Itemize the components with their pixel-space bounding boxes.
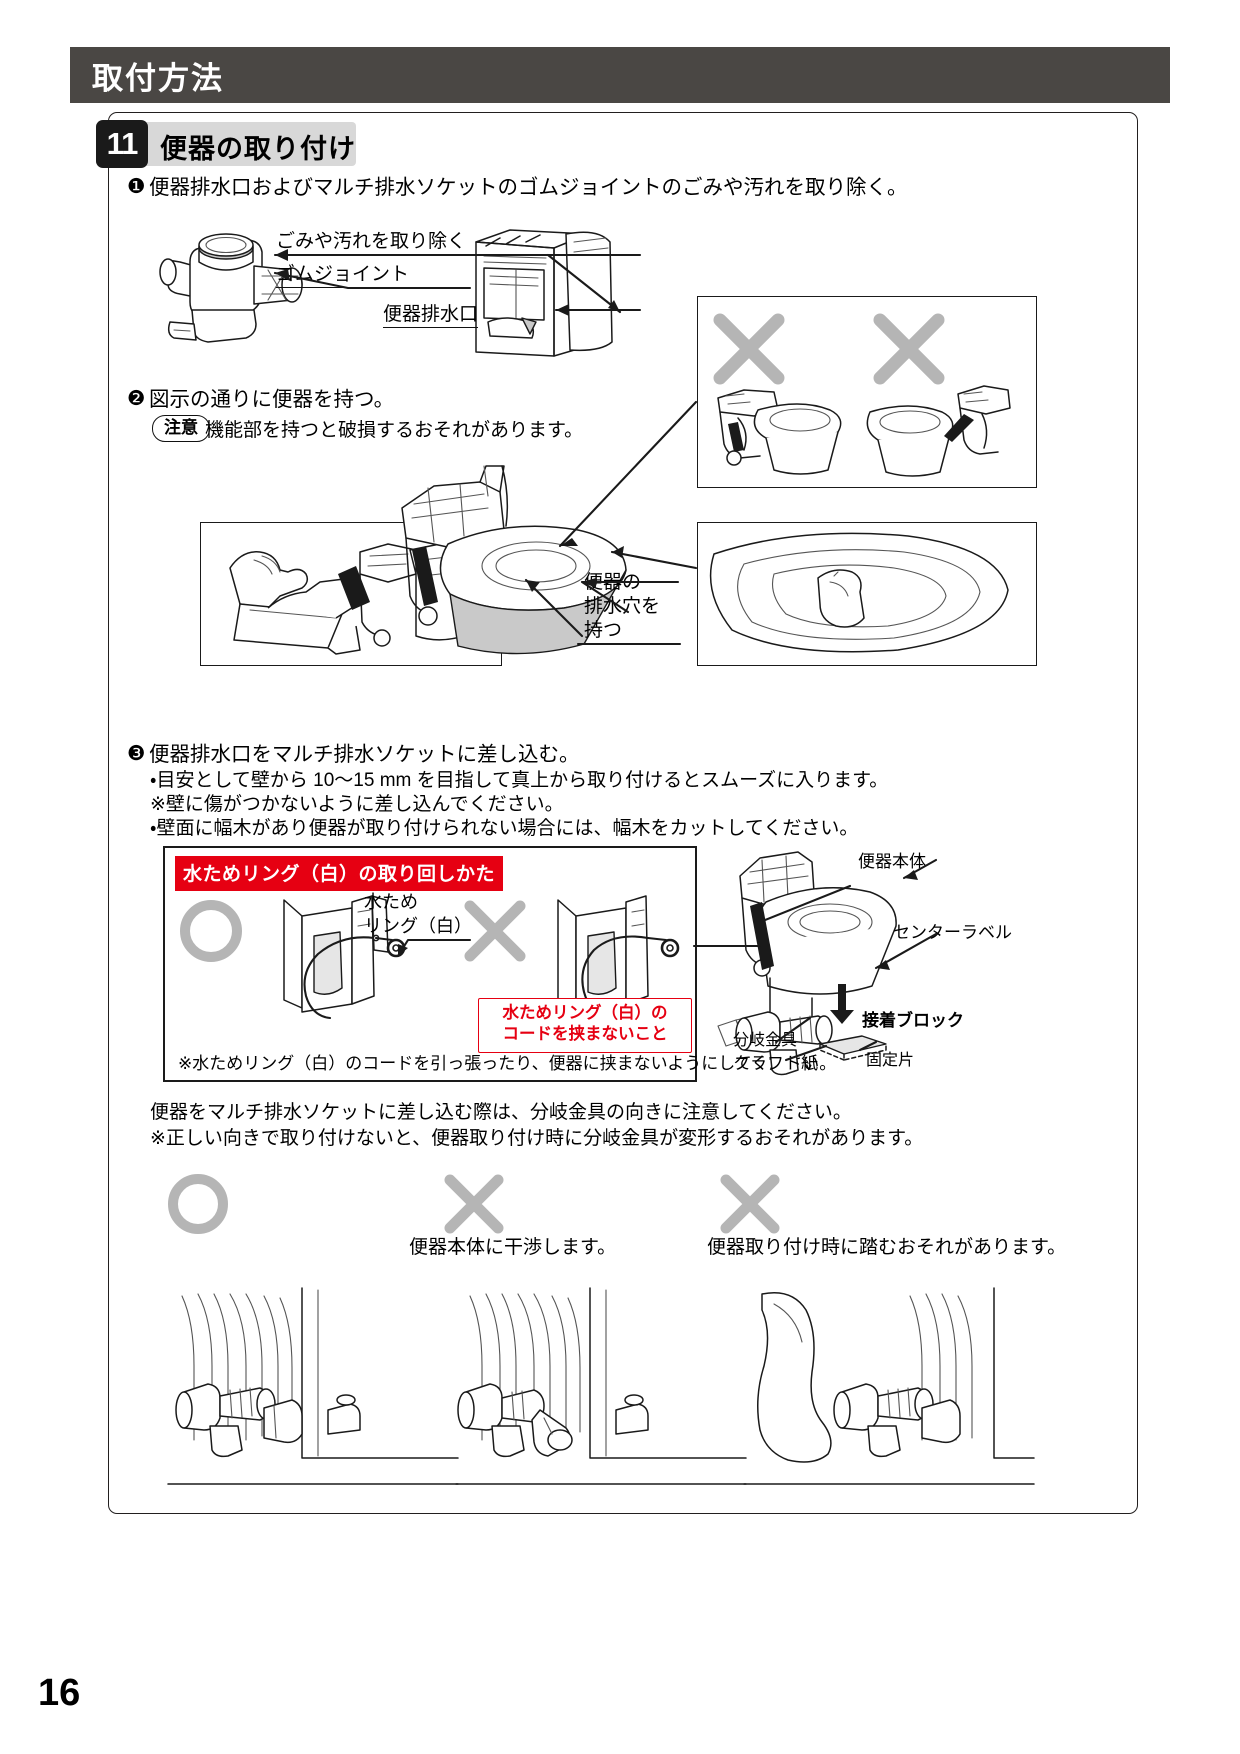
page-number: 16 <box>38 1672 81 1714</box>
circle-ok-icon <box>168 1174 228 1234</box>
step3-line-2: ※壁に傷がつかないように差し込んでください。 <box>150 794 564 815</box>
down-arrow-icon <box>830 984 854 1024</box>
craft-paper-illustration <box>819 1035 887 1061</box>
branch-fitting-illustration <box>717 1011 833 1076</box>
label-fixing-piece: 固定片 <box>866 1052 915 1069</box>
step2-leader-lines <box>558 400 698 570</box>
step2-leader-lines-2 <box>524 578 680 638</box>
step2-ng-toilet-illustration-2 <box>866 385 1011 477</box>
caution-badge: 注意 <box>152 415 210 443</box>
water-ring-warning-note: 水ためリング（白）の コードを挟まないこと <box>478 998 692 1053</box>
page-title: 取付方法 <box>92 60 224 96</box>
label-toilet-body: 便器本体 <box>858 852 926 871</box>
right-toilet-illustration <box>739 851 897 1037</box>
step3-line-1: ・目安として壁から 10～15 mm を目指して真上から取り付けるとスムーズに入… <box>150 770 889 791</box>
label-water-ring-line2: リング（白） <box>364 916 472 936</box>
step1-leader-lines <box>273 249 642 316</box>
circle-ok-icon <box>180 900 242 962</box>
step1-marker: ❶ <box>127 175 146 198</box>
step1-text: 便器排水口およびマルチ排水ソケットのゴムジョイントのごみや汚れを取り除く。 <box>149 176 908 199</box>
water-ring-warning-line2: コードを挟まないこと <box>502 1025 668 1044</box>
label-hold-drain-hole-line3: 持つ <box>584 620 623 641</box>
step2-bowl-detail-illustration <box>709 532 1009 653</box>
label-underline-hold <box>576 642 682 646</box>
page-header-bar: 取付方法 <box>70 47 1170 103</box>
water-ring-footer-note: ※水ためリング（白）のコードを引っ張ったり、便器に挟まないようにしてください。 <box>178 1054 837 1073</box>
label-water-ring-line1: 水ため <box>364 892 418 912</box>
step2-marker: ❷ <box>127 387 146 410</box>
label-water-ring-leader <box>396 938 472 958</box>
label-drain-outlet: 便器排水口 <box>383 304 479 328</box>
step1-toilet-cutaway-illustration <box>475 229 613 357</box>
bottom-illustration-ng-interfere <box>455 1287 747 1485</box>
step1-leader-lines-right <box>546 253 622 314</box>
step2-bowl-detail-box <box>697 522 1037 666</box>
x-mark-icon <box>464 900 526 962</box>
step3-line-3: ・壁面に幅木があり便器が取り付けられない場合には、幅木をカットしてください。 <box>150 818 859 839</box>
label-remove-dirt: ごみや汚れを取り除く <box>276 231 467 252</box>
bottom-note-line2: ※正しい向きで取り付けないと、便器取り付け時に分岐金具が変形するおそれがあります… <box>150 1128 924 1149</box>
x-mark-icon <box>444 1174 504 1234</box>
caption-ng-step-on: 便器取り付け時に踏むおそれがあります。 <box>707 1237 1067 1258</box>
step3-text: 便器排水口をマルチ排水ソケットに差し込む。 <box>149 743 580 766</box>
step1-socket-illustration <box>159 233 303 343</box>
section-number-badge: 11 <box>96 120 148 168</box>
caution-text: 機能部を持つと破損するおそれがあります。 <box>205 420 584 441</box>
bottom-illustration-ng-step-on <box>743 1287 1035 1485</box>
label-branch-fitting: 分岐金具 <box>733 1032 798 1049</box>
label-craft-paper: クラフト紙 <box>733 1054 818 1073</box>
section-title: 便器の取り付け <box>160 134 356 164</box>
x-mark-icon <box>713 313 785 385</box>
label-center-label: センターラベル <box>893 923 1012 942</box>
caption-ng-interfere: 便器本体に干渉します。 <box>409 1237 617 1258</box>
bottom-illustration-ok <box>167 1287 459 1485</box>
x-mark-icon <box>720 1174 780 1234</box>
step3-marker: ❸ <box>127 742 146 765</box>
water-ring-ng-illustration <box>557 895 680 1020</box>
step2-ng-toilet-illustration-1 <box>717 389 842 475</box>
step2-hold-illustration <box>229 541 479 655</box>
label-hold-drain-hole-line2: 排水穴を <box>584 596 661 617</box>
step2-main-illustration <box>401 465 627 655</box>
water-ring-ok-illustration <box>283 895 406 1020</box>
label-adhesive-block: 接着ブロック <box>862 1011 964 1030</box>
x-mark-icon <box>873 313 945 385</box>
water-ring-warning-line1: 水ためリング（白）の <box>502 1004 668 1022</box>
water-ring-callout-tag: 水ためリング（白）の取り回しかた <box>175 856 504 891</box>
right-diagram-leaders <box>692 858 938 1062</box>
step2-text: 図示の通りに便器を持つ。 <box>149 388 395 411</box>
bottom-note-line1: 便器をマルチ排水ソケットに差し込む際は、分岐金具の向きに注意してください。 <box>150 1102 852 1123</box>
